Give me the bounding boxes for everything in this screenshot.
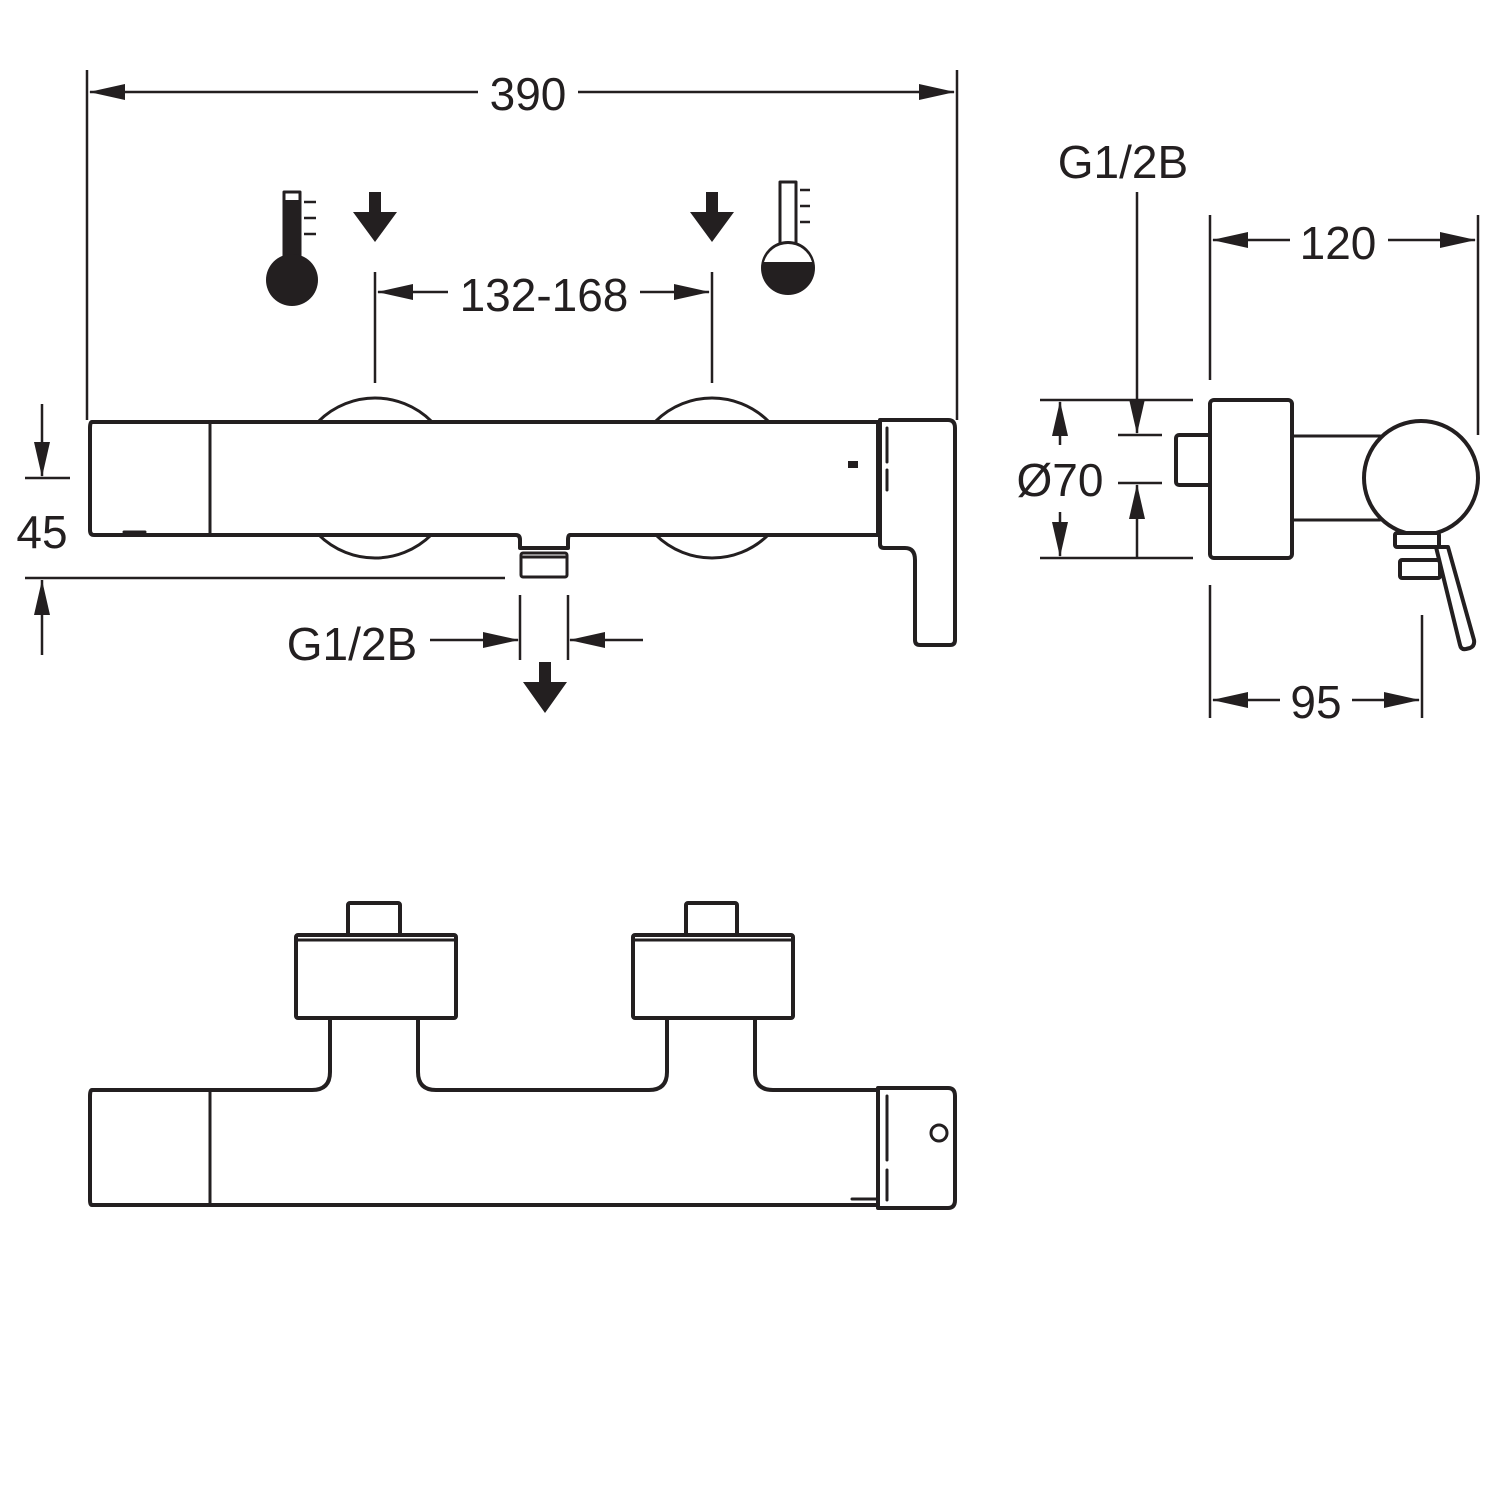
hot-inlet-arrow-icon bbox=[690, 192, 734, 242]
lever-projection-label: 95 bbox=[1290, 676, 1341, 728]
side-inlet-thread-label: G1/2B bbox=[1058, 136, 1188, 188]
hot-thermometer-icon bbox=[761, 180, 815, 295]
dimension-outlet-thread: G1/2B bbox=[287, 595, 643, 713]
top-view bbox=[88, 901, 957, 1210]
cold-inlet-fitting-top bbox=[294, 901, 458, 1020]
mixer-body-side bbox=[1174, 398, 1480, 652]
dimension-overall-length: 390 bbox=[85, 68, 959, 420]
side-view: G1/2B Ø70 bbox=[1017, 136, 1480, 728]
dimension-lever-projection: 95 bbox=[1208, 585, 1424, 728]
height-label: 45 bbox=[16, 506, 67, 558]
dimension-inlet-spacing: 132-168 bbox=[373, 269, 714, 383]
cold-thermometer-icon bbox=[266, 190, 318, 306]
mixer-body-front bbox=[88, 418, 957, 647]
outlet-thread-label: G1/2B bbox=[287, 618, 417, 670]
hot-inlet-fitting-top bbox=[631, 901, 795, 1020]
temperature-knob-top bbox=[876, 1086, 957, 1210]
front-view: 390 bbox=[16, 68, 959, 713]
dimension-diameter: Ø70 bbox=[1017, 401, 1104, 557]
cold-inlet-arrow-icon bbox=[353, 192, 397, 242]
dimension-height: 45 bbox=[16, 404, 505, 655]
overall-length-label: 390 bbox=[490, 68, 567, 120]
projection-label: 120 bbox=[1300, 217, 1377, 269]
dimension-projection: 120 bbox=[1208, 215, 1480, 435]
outlet-arrow-icon bbox=[523, 662, 567, 713]
diameter-label: Ø70 bbox=[1017, 454, 1104, 506]
inlet-spacing-label: 132-168 bbox=[460, 269, 629, 321]
